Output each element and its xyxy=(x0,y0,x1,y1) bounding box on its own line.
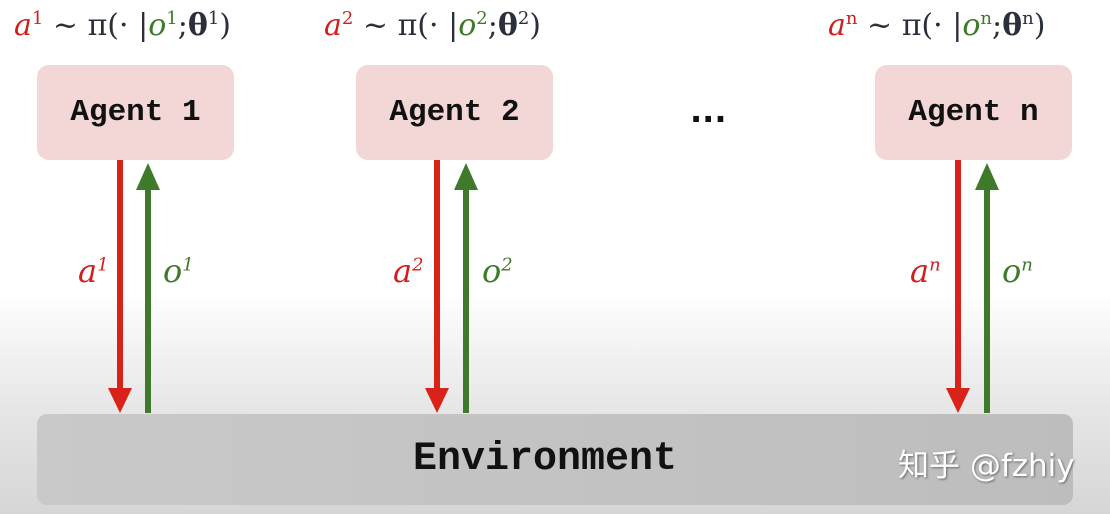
parameter-symbol: θ xyxy=(1002,8,1023,43)
agent-n-arrows xyxy=(946,160,999,413)
policy-formula-1: a1 ~ π(· |o1;θ1) xyxy=(14,8,231,43)
observation-symbol: o xyxy=(962,8,981,43)
observation-symbol: o xyxy=(482,252,502,290)
action-label-n: an xyxy=(910,252,941,290)
action-index: 1 xyxy=(31,8,44,29)
action-label-1: a1 xyxy=(78,252,109,290)
action-symbol: a xyxy=(78,252,98,290)
action-symbol: a xyxy=(324,8,342,43)
parameter-index: 2 xyxy=(517,8,530,29)
action-index: n xyxy=(929,254,941,276)
observation-arrowhead-1 xyxy=(136,163,160,190)
observation-symbol: o xyxy=(458,8,477,43)
environment-box: Environment xyxy=(37,414,1073,505)
agent-n-box: Agent n xyxy=(875,65,1072,160)
policy-symbol: π(· | xyxy=(901,8,963,43)
observation-index: n xyxy=(980,8,992,29)
agent-2-box: Agent 2 xyxy=(356,65,553,160)
parameter-index: 1 xyxy=(207,8,220,29)
parameter-symbol: θ xyxy=(497,8,518,43)
policy-formula-n: an ~ π(· |on;θn) xyxy=(828,8,1046,43)
observation-index: 1 xyxy=(182,254,194,276)
observation-index: n xyxy=(1021,254,1033,276)
action-index: 1 xyxy=(97,254,109,276)
action-arrowhead-1 xyxy=(108,388,132,413)
agent-1-arrows xyxy=(108,160,160,413)
action-index: 2 xyxy=(341,8,354,29)
watermark: 知乎 @fzhiy xyxy=(898,448,1075,484)
action-symbol: a xyxy=(828,8,846,43)
observation-label-1: o1 xyxy=(163,252,194,290)
parameter-index: n xyxy=(1022,8,1034,29)
observation-symbol: o xyxy=(148,8,167,43)
observation-arrowhead-n xyxy=(975,163,999,190)
action-arrowhead-2 xyxy=(425,388,449,413)
agent-1-box: Agent 1 xyxy=(37,65,234,160)
observation-symbol: o xyxy=(163,252,183,290)
observation-arrowhead-2 xyxy=(454,163,478,190)
action-symbol: a xyxy=(14,8,32,43)
agent-2-arrows xyxy=(425,160,478,413)
action-index: n xyxy=(845,8,858,29)
parameter-symbol: θ xyxy=(187,8,208,43)
observation-label-n: on xyxy=(1002,252,1033,290)
environment-label: Environment xyxy=(412,437,678,482)
action-index: 2 xyxy=(412,254,424,276)
observation-label-2: o2 xyxy=(482,252,513,290)
action-symbol: a xyxy=(910,252,930,290)
tilde: ~ xyxy=(52,8,79,43)
tilde: ~ xyxy=(867,8,893,43)
action-symbol: a xyxy=(393,252,413,290)
tilde: ~ xyxy=(362,8,389,43)
policy-symbol: π(· | xyxy=(397,8,459,43)
policy-symbol: π(· | xyxy=(87,8,149,43)
policy-formula-2: a2 ~ π(· |o2;θ2) xyxy=(324,8,541,43)
ellipsis: ... xyxy=(690,92,727,130)
action-label-2: a2 xyxy=(393,252,424,290)
observation-index: 2 xyxy=(501,254,513,276)
observation-index: 2 xyxy=(476,8,488,29)
action-arrowhead-n xyxy=(946,388,970,413)
observation-index: 1 xyxy=(166,8,178,29)
observation-symbol: o xyxy=(1002,252,1022,290)
